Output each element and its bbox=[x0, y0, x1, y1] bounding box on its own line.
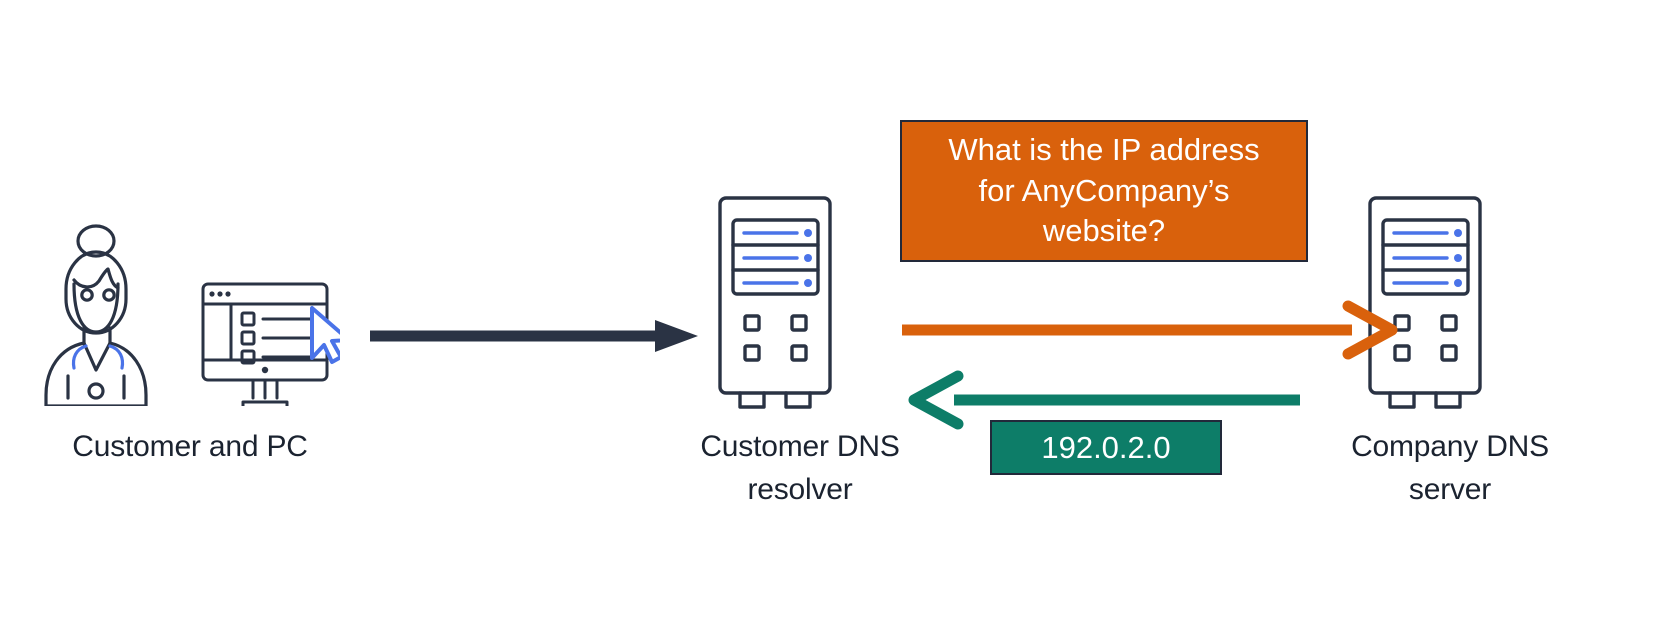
arrow-query-request bbox=[902, 300, 1398, 360]
label-customer-and-pc: Customer and PC bbox=[72, 430, 308, 463]
customer-and-pc-icon bbox=[40, 196, 351, 412]
person-with-computer-icon bbox=[44, 224, 351, 412]
label-company-dns-server: Company DNS server bbox=[1351, 430, 1549, 506]
label-customer-dns-resolver: Customer DNS resolver bbox=[700, 430, 900, 506]
server-tower-icon bbox=[1368, 196, 1482, 409]
question-callout-box: What is the IP address for AnyCompany’s … bbox=[900, 120, 1308, 262]
question-callout-text: What is the IP address for AnyCompany’s … bbox=[948, 131, 1260, 249]
answer-callout-text: 192.0.2.0 bbox=[1041, 429, 1171, 465]
answer-callout-box: 192.0.2.0 bbox=[990, 420, 1222, 475]
arrow-query-response bbox=[908, 370, 1300, 430]
arrow-customer-to-resolver bbox=[370, 320, 698, 352]
company-dns-server-icon bbox=[1350, 190, 1550, 420]
customer-dns-resolver-icon bbox=[700, 190, 900, 420]
server-tower-icon bbox=[718, 196, 832, 409]
